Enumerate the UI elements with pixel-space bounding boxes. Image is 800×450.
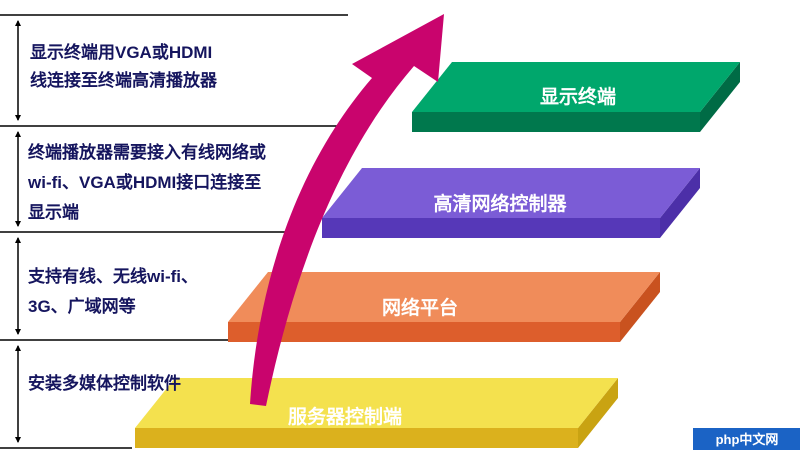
layer-network-platform-top (228, 272, 660, 322)
annotation-2-line-1: 终端播放器需要接入有线网络或 (28, 142, 266, 162)
layer-network-platform-side (620, 272, 660, 342)
layer-display-terminal-side (700, 62, 740, 132)
layer-display-terminal-top (412, 62, 740, 112)
layer-display-terminal-label: 显示终端 (540, 85, 616, 108)
layer-hd-network-controller-front (322, 218, 660, 238)
layer-network-platform-front (228, 322, 620, 342)
flow-arrow (250, 14, 444, 406)
layer-server-control-front (135, 428, 578, 448)
section-dividers (0, 14, 348, 449)
layer-display-terminal: 显示终端 (412, 62, 740, 132)
layer-server-control-side (578, 378, 618, 448)
annotation-1-line-2: 线连接至终端高清播放器 (30, 70, 218, 90)
layer-network-platform: 网络平台 (228, 272, 660, 342)
layer-hd-network-controller-top (322, 168, 700, 218)
annotation-4-line-1: 安装多媒体控制软件 (28, 373, 181, 393)
layer-server-control-label: 服务器控制端 (288, 405, 402, 428)
annotation-2-line-2: wi-fi、VGA或HDMI接口连接至 (27, 172, 261, 192)
annotation-block-4: 安装多媒体控制软件 (28, 373, 181, 393)
layer-network-platform-label: 网络平台 (382, 296, 458, 319)
layer-server-control: 服务器控制端 (135, 378, 618, 448)
annotation-2-line-3: 显示端 (28, 202, 79, 222)
layer-hd-network-controller-side (660, 168, 700, 238)
annotation-3-line-2: 3G、广域网等 (28, 296, 136, 316)
annotation-block-3: 支持有线、无线wi-fi、 3G、广域网等 (28, 266, 198, 316)
watermark-background (693, 428, 800, 450)
annotation-block-1: 显示终端用VGA或HDMI 线连接至终端高清播放器 (30, 42, 218, 90)
layer-hd-network-controller: 高清网络控制器 (322, 168, 700, 238)
annotation-3-line-1: 支持有线、无线wi-fi、 (28, 266, 198, 286)
watermark-text: php中文网 (716, 432, 779, 447)
watermark-badge: php中文网 (693, 428, 800, 450)
layer-display-terminal-front (412, 112, 700, 132)
annotation-block-2: 终端播放器需要接入有线网络或 wi-fi、VGA或HDMI接口连接至 显示端 (27, 142, 266, 222)
annotation-1-line-1: 显示终端用VGA或HDMI (30, 42, 212, 62)
layer-hd-network-controller-label: 高清网络控制器 (433, 192, 567, 215)
